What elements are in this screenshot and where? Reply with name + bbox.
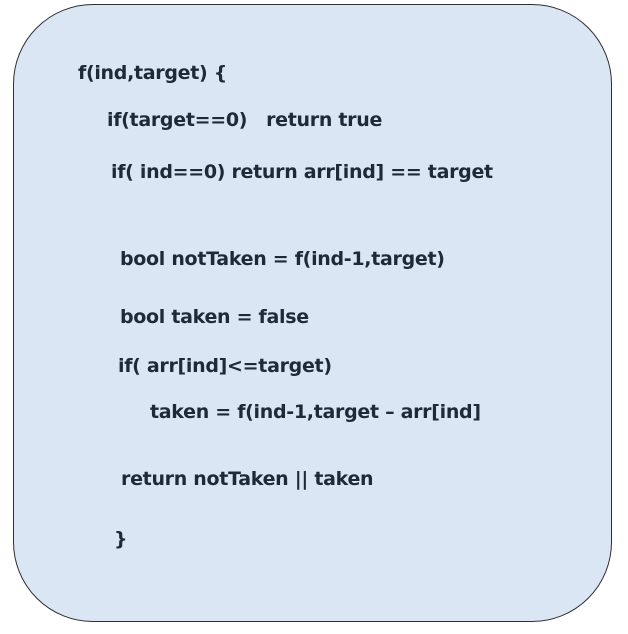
- code-line-function-signature: f(ind,target) {: [78, 62, 227, 84]
- code-line-base-case-target: if(target==0) return true: [107, 109, 383, 131]
- code-line-base-case-index: if( ind==0) return arr[ind] == target: [111, 161, 493, 183]
- code-line-closing-brace: }: [114, 528, 128, 550]
- code-line-not-taken: bool notTaken = f(ind-1,target): [120, 248, 445, 270]
- code-line-if-condition: if( arr[ind]<=target): [118, 355, 332, 377]
- code-box: f(ind,target) { if(target==0) return tru…: [13, 4, 612, 622]
- code-line-return: return notTaken || taken: [121, 468, 374, 490]
- code-line-taken-init: bool taken = false: [120, 306, 309, 328]
- code-line-taken-recurse: taken = f(ind-1,target – arr[ind]: [150, 401, 481, 423]
